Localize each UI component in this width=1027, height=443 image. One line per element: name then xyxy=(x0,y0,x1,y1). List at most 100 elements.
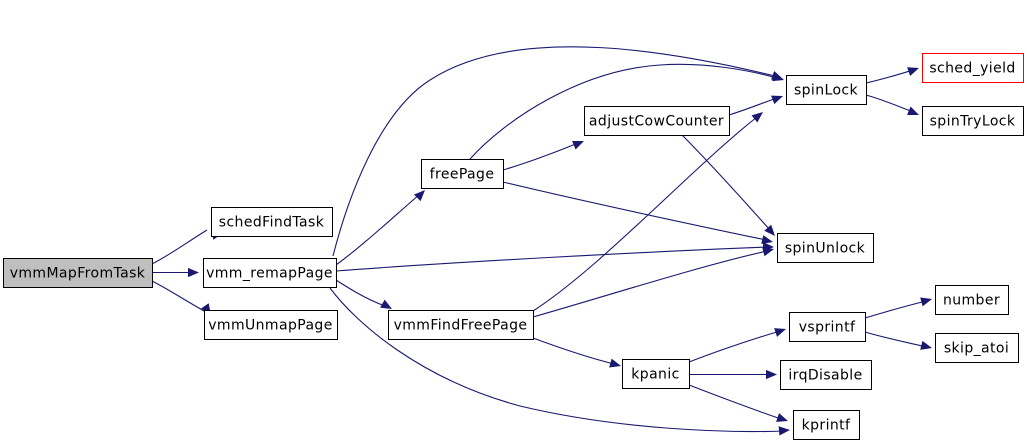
call-edge xyxy=(865,94,919,116)
edge-line xyxy=(532,250,768,318)
edge-line xyxy=(728,97,778,116)
edge-line xyxy=(865,69,914,84)
call-edge xyxy=(681,134,775,236)
node-label: vmmUnmapPage xyxy=(208,318,332,334)
edge-arrowhead xyxy=(761,235,773,245)
node-box[interactable] xyxy=(922,106,1024,136)
edge-line xyxy=(688,384,782,420)
edge-arrowhead xyxy=(414,190,425,202)
graph-node-vmm_remapPage[interactable]: vmm_remapPage xyxy=(203,258,337,288)
graph-node-schedFindTask[interactable]: schedFindTask xyxy=(211,207,333,237)
nodes-layer: vmmMapFromTask schedFindTask vmm_remapPage… xyxy=(3,53,1024,440)
node-box[interactable] xyxy=(922,53,1024,83)
edge-line xyxy=(151,280,207,313)
edge-arrowhead xyxy=(774,328,786,337)
call-edge xyxy=(335,242,774,272)
node-box[interactable] xyxy=(211,207,333,237)
edge-arrowhead xyxy=(778,426,790,436)
graph-node-number[interactable]: number xyxy=(935,285,1009,315)
graph-node-vmmMapFromTask[interactable]: vmmMapFromTask xyxy=(3,258,153,288)
edge-line xyxy=(532,116,758,312)
graph-node-skip_atoi[interactable]: skip_atoi xyxy=(935,333,1019,363)
node-label: kpanic xyxy=(631,367,679,383)
node-label: vmmFindFreePage xyxy=(394,318,528,334)
call-edge xyxy=(335,279,392,309)
node-box[interactable] xyxy=(786,75,867,105)
edge-line xyxy=(335,279,386,307)
call-edge xyxy=(335,190,425,266)
node-box[interactable] xyxy=(622,359,690,389)
call-edge xyxy=(532,247,774,318)
edge-arrowhead xyxy=(907,106,919,116)
node-label: skip_atoi xyxy=(944,341,1009,357)
call-edge xyxy=(865,67,919,84)
node-label: spinTryLock xyxy=(930,114,1016,130)
node-box[interactable] xyxy=(793,410,860,440)
call-edge xyxy=(532,112,763,312)
node-box[interactable] xyxy=(203,258,337,288)
call-edge xyxy=(532,337,621,368)
graph-node-spinUnlock[interactable]: spinUnlock xyxy=(777,233,874,263)
edge-arrowhead xyxy=(188,267,199,278)
call-edge xyxy=(152,267,199,278)
node-box[interactable] xyxy=(204,310,338,340)
node-box[interactable] xyxy=(789,312,866,342)
edge-arrowhead xyxy=(609,358,621,368)
call-edge xyxy=(864,297,932,319)
edge-line xyxy=(335,246,768,272)
edge-arrowhead xyxy=(920,340,932,350)
edge-line xyxy=(329,287,785,433)
graph-node-irqDisable[interactable]: irqDisable xyxy=(780,360,872,390)
node-box[interactable] xyxy=(584,106,730,136)
node-box[interactable] xyxy=(3,258,153,288)
call-edge xyxy=(502,140,584,171)
graph-node-vmmFindFreePage[interactable]: vmmFindFreePage xyxy=(388,310,534,340)
edge-line xyxy=(502,142,579,171)
edge-arrowhead xyxy=(766,369,777,380)
edges-layer xyxy=(151,46,932,436)
edge-arrowhead xyxy=(572,140,584,150)
graph-node-kpanic[interactable]: kpanic xyxy=(622,359,690,389)
edge-line xyxy=(688,330,781,363)
node-box[interactable] xyxy=(935,333,1019,363)
node-box[interactable] xyxy=(777,233,874,263)
node-box[interactable] xyxy=(780,360,872,390)
node-box[interactable] xyxy=(388,310,534,340)
edge-arrowhead xyxy=(762,247,774,257)
edge-arrowhead xyxy=(907,67,919,76)
node-box[interactable] xyxy=(935,285,1009,315)
node-label: number xyxy=(943,293,1000,309)
call-edge xyxy=(151,280,211,315)
call-edge xyxy=(469,63,784,160)
node-box[interactable] xyxy=(421,159,504,189)
node-label: kprintf xyxy=(802,418,851,434)
graph-node-vmmUnmapPage[interactable]: vmmUnmapPage xyxy=(204,310,338,340)
node-label: schedFindTask xyxy=(219,215,325,231)
graph-node-sched_yield[interactable]: sched_yield xyxy=(922,53,1024,83)
call-edge xyxy=(864,331,932,350)
edge-line xyxy=(681,134,771,231)
edge-line xyxy=(469,63,778,160)
graph-node-adjustCowCounter[interactable]: adjustCowCounter xyxy=(584,106,730,136)
call-edge xyxy=(502,181,773,245)
node-label: spinUnlock xyxy=(785,241,866,257)
graph-node-kprintf[interactable]: kprintf xyxy=(793,410,860,440)
edge-arrowhead xyxy=(764,224,775,236)
graph-node-vsprintf[interactable]: vsprintf xyxy=(789,312,866,342)
edge-arrowhead xyxy=(772,72,784,82)
node-label: irqDisable xyxy=(788,368,862,384)
node-label: sched_yield xyxy=(929,61,1015,77)
call-edge xyxy=(688,328,786,363)
node-label: adjustCowCounter xyxy=(589,114,724,130)
edge-arrowhead xyxy=(771,95,783,105)
node-label: vmm_remapPage xyxy=(206,266,333,282)
call-edge xyxy=(329,287,790,436)
edge-line xyxy=(865,94,914,113)
graph-node-freePage[interactable]: freePage xyxy=(421,159,504,189)
graph-node-spinLock[interactable]: spinLock xyxy=(786,75,867,105)
graph-node-spinTryLock[interactable]: spinTryLock xyxy=(922,106,1024,136)
edge-arrowhead xyxy=(776,413,788,422)
node-label: vsprintf xyxy=(799,320,856,336)
edge-line xyxy=(332,46,776,257)
